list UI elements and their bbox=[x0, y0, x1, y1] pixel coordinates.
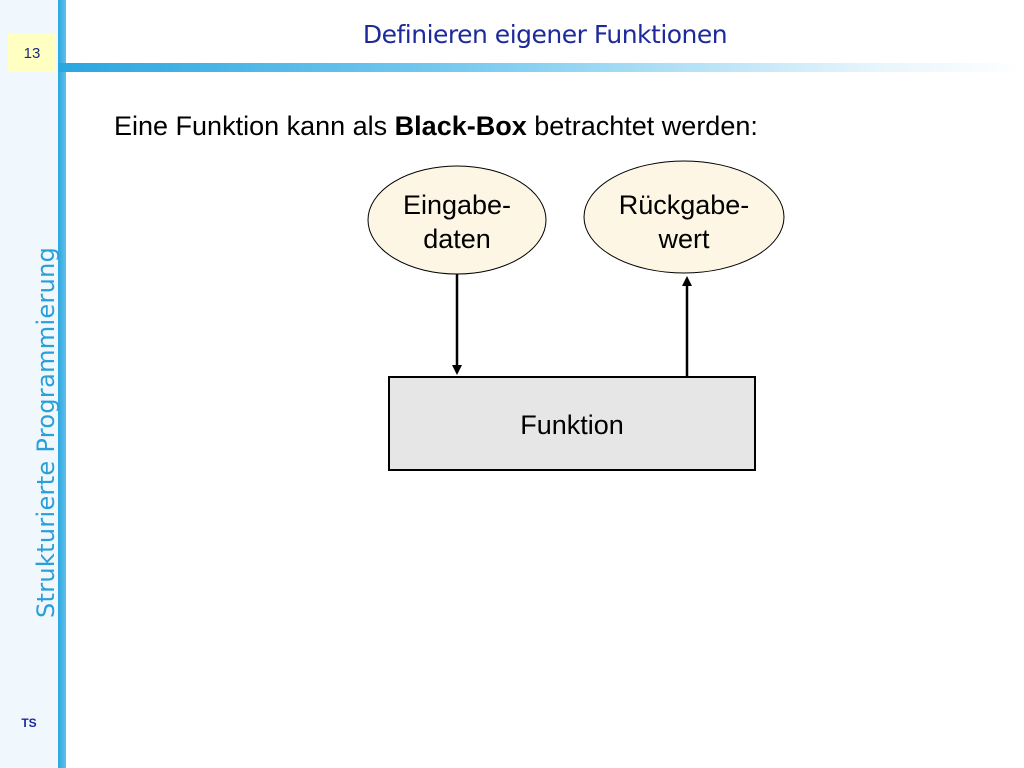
header-rule bbox=[58, 63, 1024, 72]
output-label: Rückgabe- wert bbox=[594, 188, 774, 256]
intro-text-start: Eine Funktion kann als bbox=[114, 111, 395, 141]
author-initials: TS bbox=[21, 716, 37, 730]
slide-number: 13 bbox=[8, 34, 56, 72]
sidebar-accent-bar bbox=[58, 0, 66, 768]
output-label-line1: Rückgabe- bbox=[618, 190, 750, 220]
intro-text-emphasis: Black-Box bbox=[394, 111, 527, 141]
input-label-line2: daten bbox=[423, 224, 491, 254]
function-label: Funktion bbox=[520, 410, 624, 440]
slide-title: Definieren eigener Funktionen bbox=[362, 20, 728, 49]
input-label: Eingabe- daten bbox=[377, 188, 537, 256]
sidebar bbox=[0, 0, 58, 768]
output-label-line2: wert bbox=[658, 224, 710, 254]
input-label-line1: Eingabe- bbox=[402, 190, 512, 220]
function-box bbox=[388, 376, 756, 471]
output-ellipse bbox=[583, 160, 785, 274]
intro-sentence: Eine Funktion kann als Black-Box betrach… bbox=[114, 111, 758, 142]
intro-text-end: betrachtet werden: bbox=[526, 111, 758, 141]
